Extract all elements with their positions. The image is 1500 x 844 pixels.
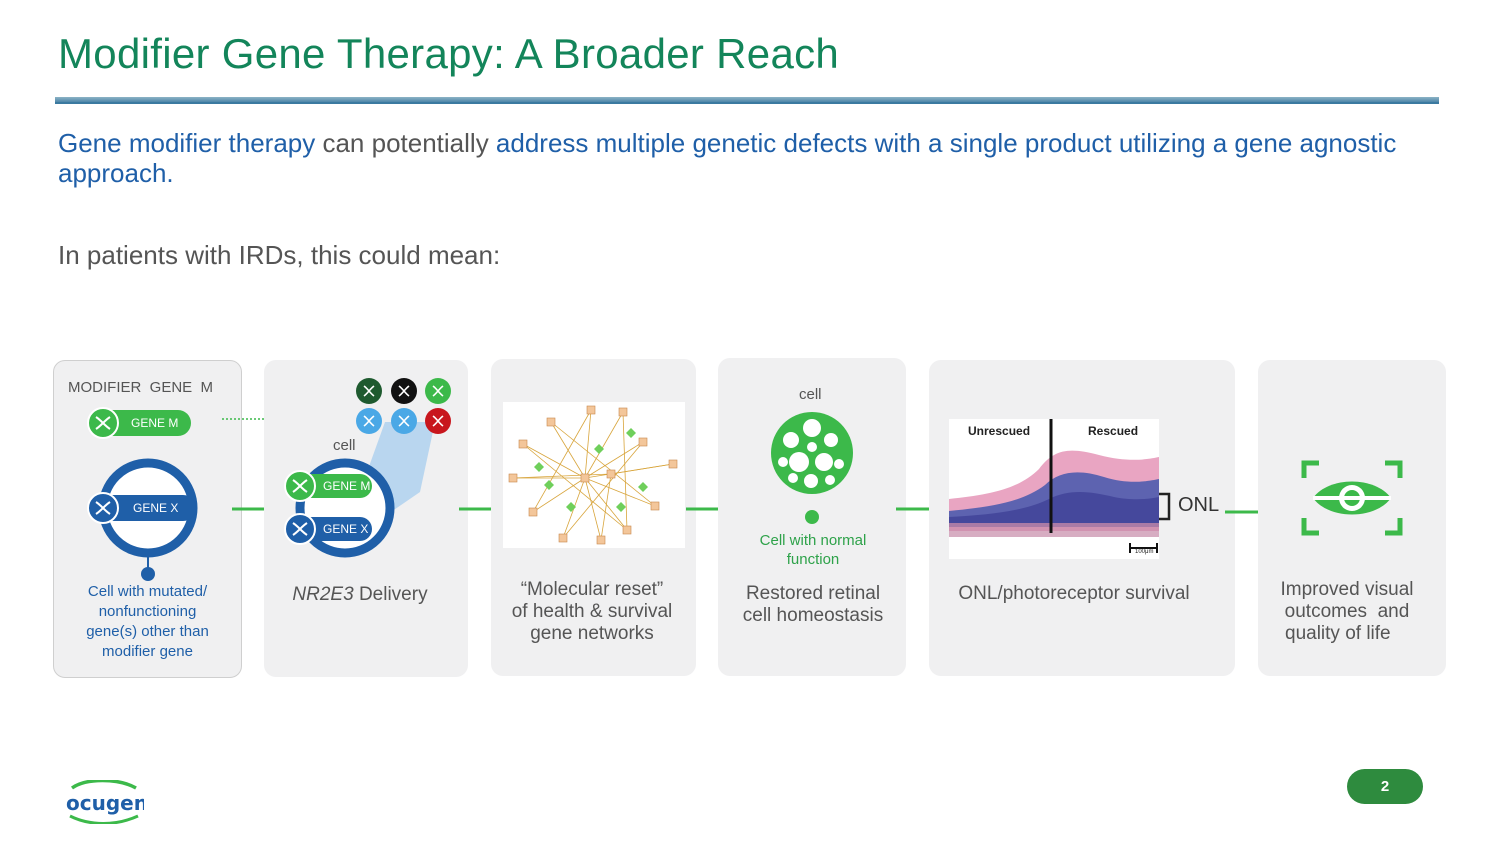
onl-survival-caption: ONL/photoreceptor survival (958, 583, 1190, 604)
delivery-gene-x-label: GENE X (323, 522, 369, 536)
delivery-gene-m-label: GENE M (323, 479, 371, 493)
gene-network-graph (503, 402, 685, 548)
normal-function-caption: Cell with normal function (759, 532, 867, 568)
svg-text:ocugen: ocugen (66, 791, 144, 815)
eye-scan-icon (1301, 460, 1403, 536)
visual-outcomes-caption: Improved visual outcomes and quality of … (1280, 579, 1414, 644)
ocugen-logo: ocugen (64, 778, 148, 829)
retina-histology-image (949, 419, 1159, 559)
lead-part-2: can potentially (315, 128, 496, 158)
healthy-cell-label: cell (799, 386, 822, 403)
title-divider (55, 97, 1439, 104)
page-number-badge: 2 (1347, 769, 1423, 804)
step-card-visual-outcomes (1258, 360, 1446, 676)
mutated-cell-caption: Cell with mutated/ nonfunctioning gene(s… (86, 583, 209, 660)
lead-statement: Gene modifier therapy can potentially ad… (58, 128, 1448, 188)
lead-part-3: address multiple genetic defects with a … (58, 128, 1397, 188)
gene-x-label: GENE X (133, 501, 179, 515)
slide-title: Modifier Gene Therapy: A Broader Reach (58, 30, 840, 77)
mutated-cell-illustration (87, 407, 198, 581)
onl-label: ONL (1178, 494, 1220, 516)
lead-part-1: Gene modifier therapy (58, 128, 316, 158)
unrescued-label: Unrescued (968, 424, 1031, 438)
scale-bar-label: 100μm (1135, 549, 1154, 555)
delivery-caption: NR2E3 Delivery (292, 584, 428, 605)
healthy-cell-icon (771, 412, 853, 524)
subheading: In patients with IRDs, this could mean: (58, 240, 501, 270)
homeostasis-caption: Restored retinal cell homeostasis (742, 583, 884, 626)
delivery-illustration (284, 378, 451, 558)
delivery-cell-label: cell (333, 437, 356, 454)
rescued-label: Rescued (1088, 424, 1139, 438)
molecular-reset-caption: “Molecular reset” of health & survival g… (511, 579, 673, 644)
onl-bracket (1159, 492, 1171, 521)
modifier-gene-header: MODIFIER GENE M (68, 379, 214, 396)
gene-m-label: GENE M (131, 416, 179, 430)
